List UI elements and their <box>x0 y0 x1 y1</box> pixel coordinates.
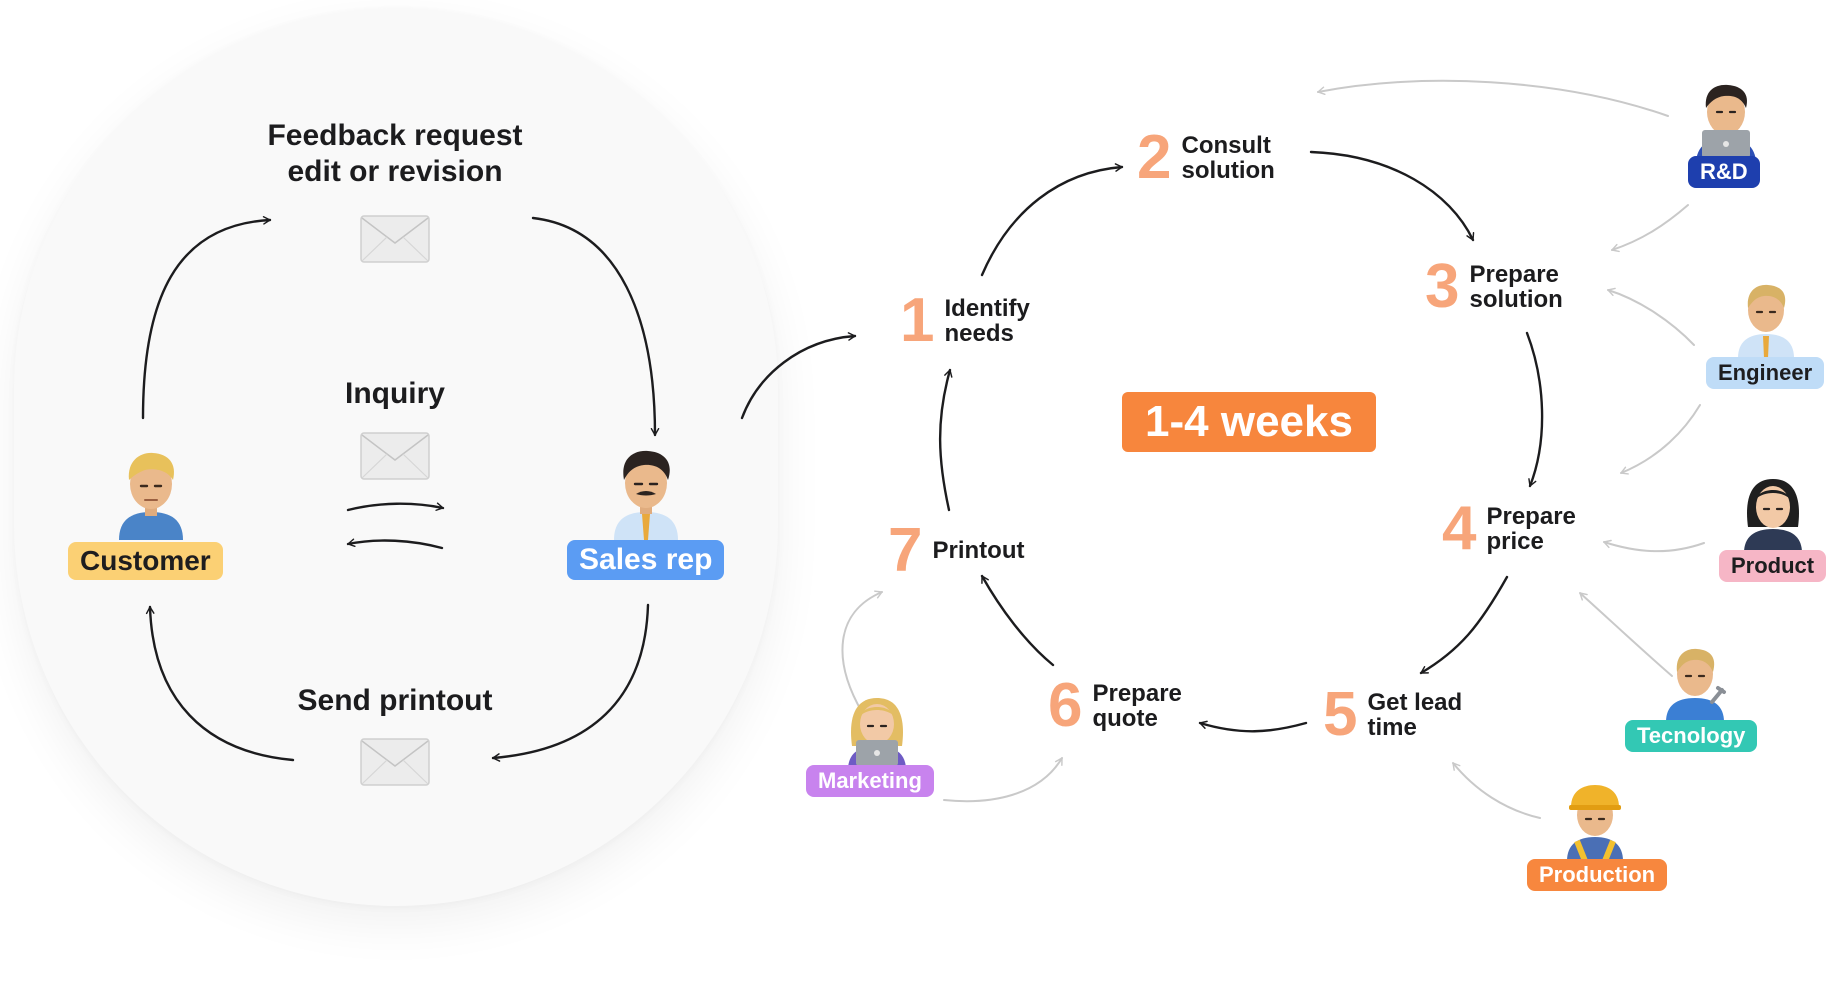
sales-rep-avatar <box>614 450 678 540</box>
arrow-marketing-to-printout <box>841 590 883 713</box>
arrow-production-to-lead-time <box>1452 762 1541 819</box>
arrow-inquiry-left <box>346 538 444 550</box>
arrow-quote-to-printout <box>980 574 1055 667</box>
envelope-icon <box>360 738 430 786</box>
marketing-avatar <box>848 698 906 770</box>
customer-avatar <box>119 452 183 540</box>
arrow-identify-to-consult <box>980 163 1124 277</box>
step-printout: 7 Printout <box>888 520 1024 582</box>
step-label: Printout <box>932 537 1025 565</box>
step-number: 2 <box>1137 123 1172 192</box>
step-number: 4 <box>1442 494 1477 563</box>
arrow-prepare-solution-to-price <box>1525 331 1544 488</box>
step-prepare-price: 4 Prepare price <box>1442 498 1576 560</box>
arrow-printout-to-customer <box>145 605 295 762</box>
rd-tag: R&D <box>1688 156 1760 188</box>
envelope-icon <box>360 432 430 480</box>
step-number: 6 <box>1048 671 1083 740</box>
tecnology-tag: Tecnology <box>1625 720 1758 752</box>
sales-rep-tag: Sales rep <box>567 540 725 580</box>
arrow-printout-to-identify <box>938 368 953 512</box>
arrow-tecnology-to-prepare-price <box>1579 592 1673 677</box>
production-avatar <box>1567 785 1623 861</box>
arrow-inquiry-right <box>346 502 445 512</box>
step-number: 1 <box>900 286 935 355</box>
product-avatar <box>1744 479 1802 553</box>
feedback-line-1: Feedback request <box>267 119 523 152</box>
arrow-rd-to-consult <box>1317 79 1669 117</box>
tecnology-avatar <box>1666 648 1726 722</box>
arrow-sales-to-identify <box>740 332 857 420</box>
step-get-lead-time: 5 Get lead time <box>1323 684 1462 746</box>
step-label: Get lead time <box>1367 688 1463 741</box>
step-identify-needs: 1 Identify needs <box>900 290 1030 352</box>
arrow-price-to-lead-time <box>1419 575 1509 675</box>
production-tag: Production <box>1527 859 1668 891</box>
arrow-rd-to-prepare-solution <box>1611 204 1689 253</box>
step-number: 3 <box>1425 252 1460 321</box>
step-label: Prepare solution <box>1469 260 1563 313</box>
step-number: 7 <box>888 516 923 585</box>
step-label: Consult solution <box>1181 131 1275 184</box>
step-consult-solution: 2 Consult solution <box>1137 127 1275 189</box>
step-number: 5 <box>1323 680 1358 749</box>
arrow-feedback-to-sales <box>531 216 660 437</box>
step-prepare-quote: 6 Prepare quote <box>1048 675 1182 737</box>
feedback-line-2: edit or revision <box>287 155 503 188</box>
envelope-icon <box>360 215 430 263</box>
customer-tag: Customer <box>68 542 223 580</box>
arrow-customer-to-feedback <box>141 216 272 420</box>
engineer-avatar <box>1738 284 1794 358</box>
step-prepare-solution: 3 Prepare solution <box>1425 256 1563 318</box>
arrow-consult-to-prepare-solution <box>1309 150 1475 242</box>
product-tag: Product <box>1719 550 1827 582</box>
arrow-marketing-to-quote <box>943 757 1063 803</box>
rd-avatar <box>1696 84 1756 164</box>
step-label: Identify needs <box>944 294 1030 347</box>
arrow-sales-to-printout <box>491 603 650 762</box>
step-label: Prepare price <box>1486 502 1576 555</box>
engineer-tag: Engineer <box>1706 357 1825 389</box>
inquiry-caption: Inquiry <box>344 377 445 410</box>
feedback-request-caption: Feedback request edit or revision <box>215 118 575 190</box>
arrow-lead-time-to-quote <box>1198 720 1308 733</box>
marketing-tag: Marketing <box>806 765 934 797</box>
duration-badge: 1-4 weeks <box>1122 392 1376 452</box>
send-printout-caption: Send printout <box>297 684 493 717</box>
step-label: Prepare quote <box>1092 679 1182 732</box>
arrow-engineer-to-prepare-solution <box>1607 287 1695 346</box>
arrow-product-to-prepare-price <box>1603 539 1705 553</box>
arrow-engineer-to-prepare-price <box>1620 404 1701 475</box>
